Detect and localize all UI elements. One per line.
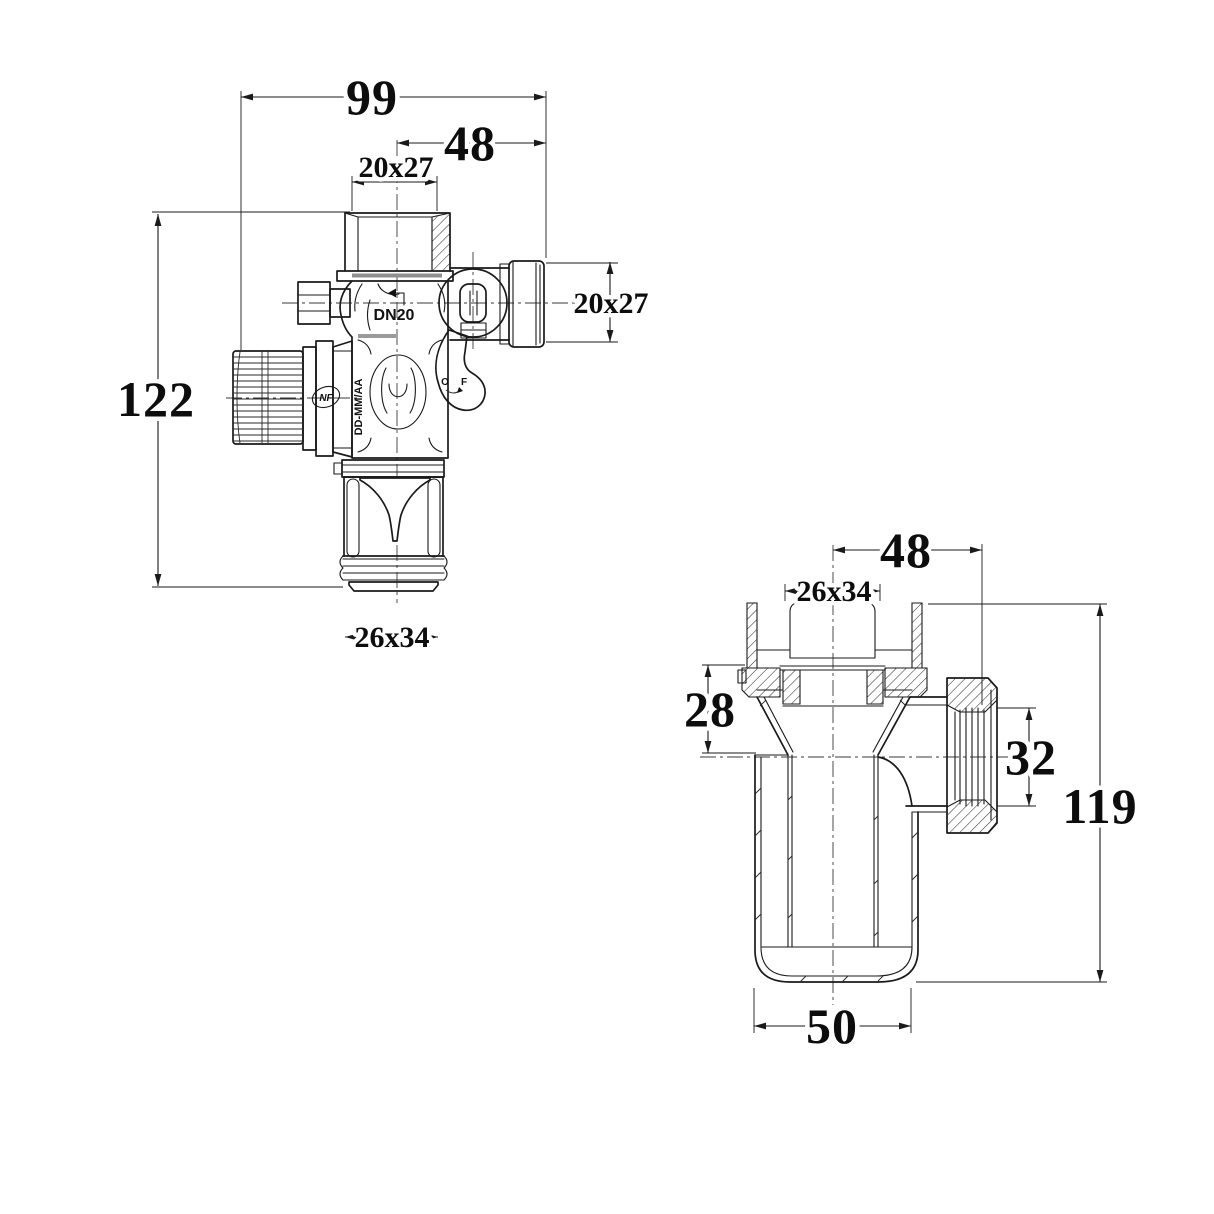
dim-valve-overall-height: 122 <box>117 371 195 427</box>
nf-label: NF <box>319 393 333 404</box>
valve-knob <box>232 340 353 458</box>
drain-thread <box>339 555 448 592</box>
valve-nf-logo: NF <box>311 385 341 409</box>
dim-valve-inlet-thread: 20x27 <box>359 151 434 184</box>
valve-body <box>339 280 449 459</box>
valve-inlet-port <box>344 212 451 272</box>
dim-valve-outlet-offset: 48 <box>444 115 496 171</box>
valve-centerlines <box>226 140 622 603</box>
siphon-outlet-nut <box>946 677 998 834</box>
dim-siphon-outlet-nut: 32 <box>1005 729 1057 785</box>
date-code-label: DD-MM/AA <box>353 379 365 436</box>
dim-valve-drain-thread: 26x34 <box>355 621 430 654</box>
handle-open-label: O <box>441 377 449 388</box>
dim-siphon-inlet-thread: 26x34 <box>797 575 872 608</box>
valve-extension-lines <box>152 91 618 588</box>
dim-siphon-cup-depth: 28 <box>684 681 736 737</box>
siphon-flange <box>737 667 928 698</box>
valve-drain-assembly <box>333 459 448 592</box>
siphon-dip-tube <box>787 754 879 948</box>
dim-siphon-body-width: 50 <box>806 998 858 1054</box>
siphon-figure: 48 26x34 28 32 119 50 <box>680 518 1142 1059</box>
siphon-bowl <box>754 699 919 983</box>
siphon-dimensions: 48 26x34 28 32 119 50 <box>680 518 1142 1059</box>
valve-dimensions: 99 48 20x27 122 20x27 26x34 <box>113 65 654 659</box>
valve-outlet-port <box>449 260 545 348</box>
valve-figure: DN20 NF DD-MM/AA <box>113 65 654 659</box>
valve-cam <box>438 268 508 339</box>
dim-siphon-outlet-offset: 48 <box>880 522 932 578</box>
valve-shoulder <box>336 270 454 282</box>
siphon-centerlines <box>700 545 1008 1005</box>
valve-handle: O F <box>435 329 486 412</box>
dim-valve-outlet-thread: 20x27 <box>574 287 649 320</box>
dn20-label: DN20 <box>374 307 415 324</box>
knob-knurling <box>233 351 303 444</box>
valve-dn-marking: DN20 <box>374 288 415 324</box>
siphon-cone <box>756 696 911 756</box>
dim-valve-overall-width: 99 <box>346 69 398 125</box>
valve-hex-boss <box>297 281 351 325</box>
siphon-outlet-pipe <box>877 696 948 813</box>
bowl-section-ticks <box>754 699 919 983</box>
dim-siphon-overall-height: 119 <box>1062 778 1137 834</box>
handle-closed-label: F <box>461 377 467 388</box>
